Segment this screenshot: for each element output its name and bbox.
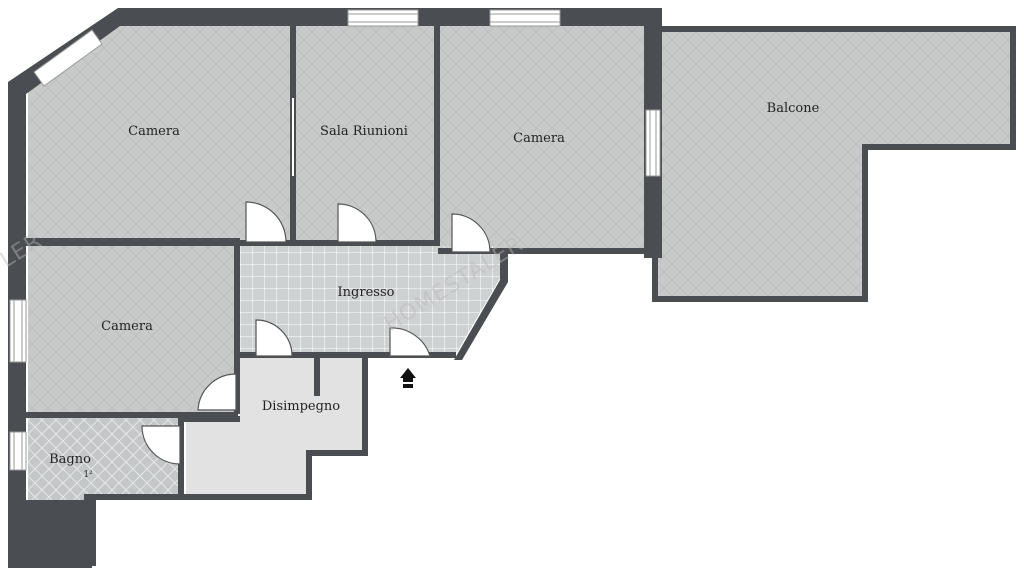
door-camera-2 <box>451 213 491 253</box>
room-label-sala-riunioni: Sala Riunioni <box>320 124 408 139</box>
room-camera-3-floor <box>28 246 234 412</box>
door-camera-3 <box>197 373 237 411</box>
room-balcone-floor <box>656 30 1012 298</box>
room-label-disimpegno: Disimpegno <box>262 399 340 414</box>
doors <box>141 201 491 465</box>
room-label-camera-2: Camera <box>513 131 565 146</box>
room-label-ingresso: Ingresso <box>338 285 395 300</box>
entrance-arrow-icon <box>400 368 416 388</box>
bagno-area-label: 1² <box>83 470 93 480</box>
room-camera-2-floor <box>440 22 646 250</box>
room-ingresso-floor <box>238 246 500 354</box>
window-camera-1-corner <box>33 29 103 87</box>
window-sala-riunioni <box>347 9 419 27</box>
window-camera-3 <box>9 299 27 363</box>
door-entrance <box>389 327 431 357</box>
room-label-bagno: Bagno <box>49 452 91 467</box>
room-label-camera-1: Camera <box>128 124 180 139</box>
door-sala-riunioni <box>337 203 377 243</box>
door-bagno <box>141 425 181 465</box>
door-camera-1 <box>245 201 287 243</box>
room-label-camera-3: Camera <box>101 319 153 334</box>
door-disimpegno-top <box>255 319 293 357</box>
window-camera-2 <box>489 9 561 27</box>
room-camera-1-floor <box>28 22 292 242</box>
room-sala-riunioni-floor <box>296 22 436 242</box>
window-bagno <box>9 431 27 471</box>
room-label-balcone: Balcone <box>767 101 820 116</box>
window-camera-2-side <box>645 109 661 177</box>
windows <box>9 9 661 471</box>
